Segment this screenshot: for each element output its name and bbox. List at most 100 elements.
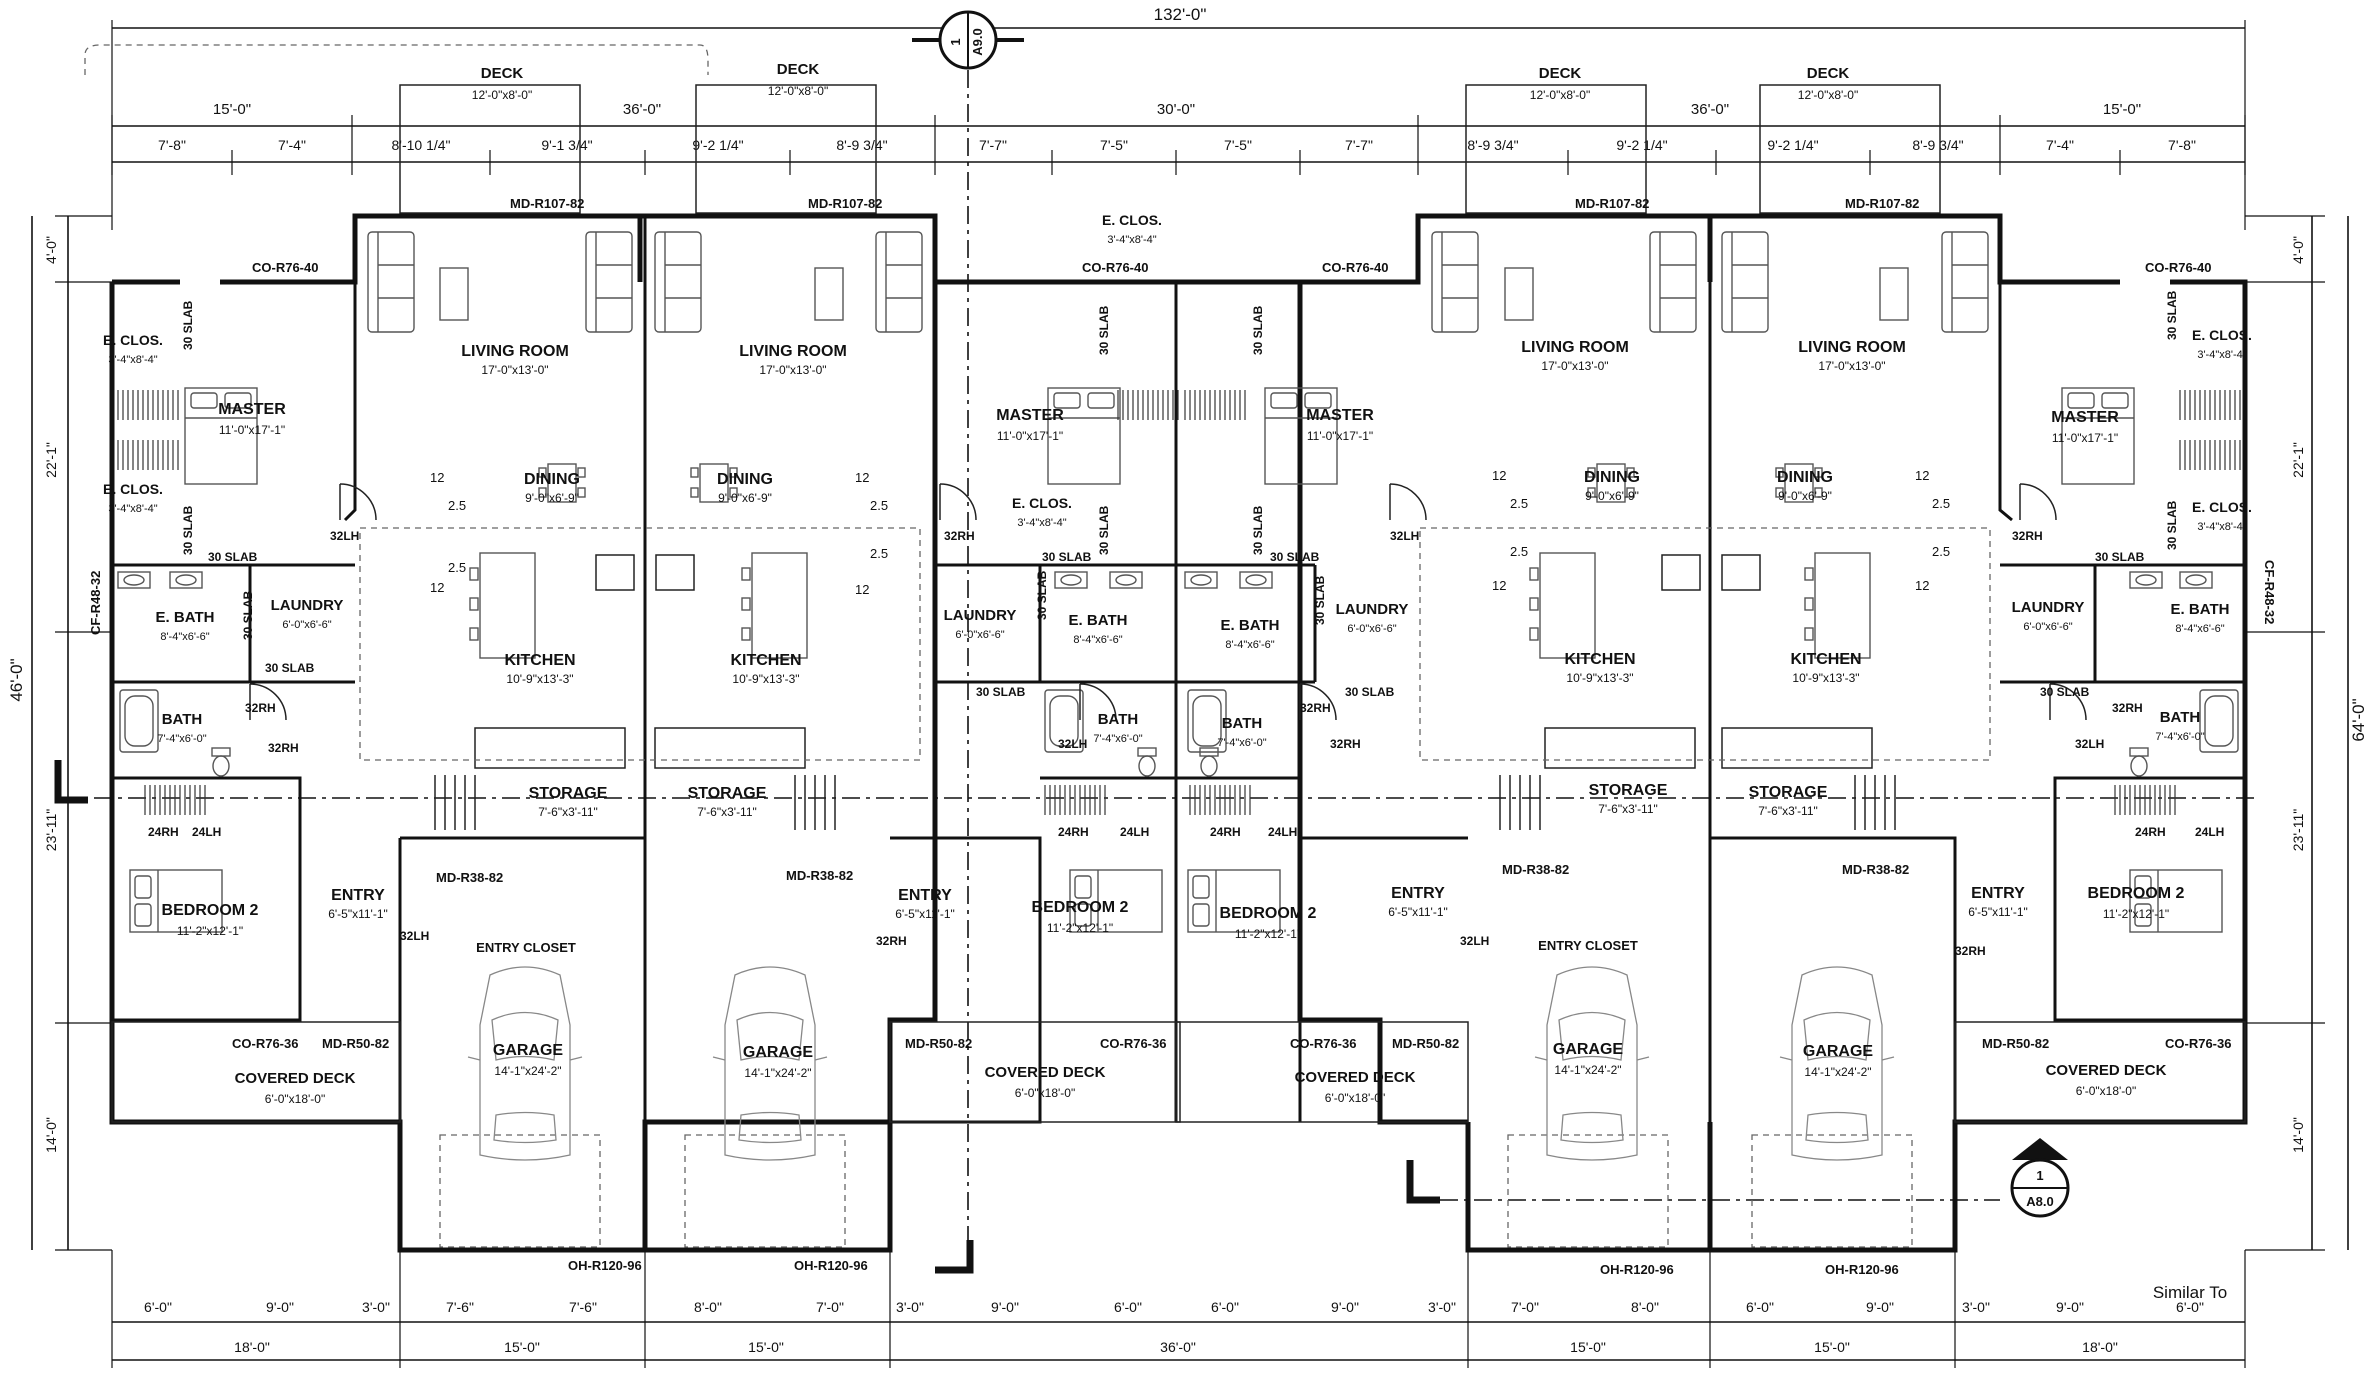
svg-text:3'-4"x8'-4": 3'-4"x8'-4" [2197,521,2246,533]
svg-text:7'-6"x3'-11": 7'-6"x3'-11" [1758,804,1818,818]
decks: DECK 12'-0"x8'-0" DECK 12'-0"x8'-0" DECK… [399,61,1941,214]
svg-text:30 SLAB: 30 SLAB [265,661,315,675]
svg-text:GARAGE: GARAGE [1553,1041,1624,1058]
svg-text:14'-1"x24'-2": 14'-1"x24'-2" [744,1066,811,1080]
svg-text:9'-0": 9'-0" [1866,1299,1894,1315]
svg-text:MD-R38-82: MD-R38-82 [1842,862,1909,877]
room-ebath: E. BATH [156,609,215,626]
svg-text:9'-0"x6'-9": 9'-0"x6'-9" [718,491,772,505]
svg-text:CF-R48-32: CF-R48-32 [2262,560,2277,624]
svg-text:12: 12 [1915,468,1929,483]
svg-text:23'-11": 23'-11" [43,809,59,851]
svg-text:32LH: 32LH [1390,529,1419,543]
room-kitchen: KITCHEN [504,652,575,669]
svg-text:9'-0"x6'-9": 9'-0"x6'-9" [525,491,579,505]
svg-text:11'-0"x17'-1": 11'-0"x17'-1" [219,423,285,437]
svg-text:COVERED DECK: COVERED DECK [985,1064,1106,1081]
svg-text:MD-R107-82: MD-R107-82 [1845,196,1919,211]
svg-text:12: 12 [1492,468,1506,483]
svg-text:7'-4"x6'-0": 7'-4"x6'-0" [1093,733,1142,745]
svg-text:E. CLOS.: E. CLOS. [2192,327,2252,343]
svg-text:30 SLAB: 30 SLAB [976,685,1026,699]
svg-text:7'-4"x6'-0": 7'-4"x6'-0" [1217,737,1266,749]
svg-text:STORAGE: STORAGE [1749,784,1828,801]
svg-text:MD-R50-82: MD-R50-82 [905,1036,972,1051]
svg-text:GARAGE: GARAGE [1803,1043,1874,1060]
svg-text:24RH: 24RH [1058,825,1089,839]
svg-text:1: 1 [948,38,963,45]
svg-text:CO-R76-40: CO-R76-40 [1082,260,1148,275]
bottom-dimensions: 6'-0" 9'-0" 3'-0" 7'-6" 7'-6" 8'-0" 7'-0… [111,1250,2246,1368]
svg-text:32LH: 32LH [1058,737,1087,751]
svg-text:STORAGE: STORAGE [688,785,767,802]
svg-text:8'-4"x6'-6": 8'-4"x6'-6" [1073,634,1122,646]
svg-text:8'-4"x6'-6": 8'-4"x6'-6" [160,631,209,643]
svg-text:12: 12 [430,470,444,485]
svg-text:30'-0": 30'-0" [1157,101,1195,118]
svg-text:30 SLAB: 30 SLAB [241,590,255,640]
svg-text:LAUNDRY: LAUNDRY [1336,601,1409,618]
svg-text:30 SLAB: 30 SLAB [1345,685,1395,699]
svg-text:7'-6"x3'-11": 7'-6"x3'-11" [697,805,757,819]
svg-text:2.5: 2.5 [1510,496,1528,511]
svg-text:A8.0: A8.0 [2026,1194,2053,1209]
svg-text:7'-7": 7'-7" [1345,137,1373,153]
svg-text:32RH: 32RH [2112,701,2143,715]
svg-text:11'-2"x12'-1": 11'-2"x12'-1" [1235,927,1301,941]
room-master: MASTER [218,401,286,418]
svg-text:30 SLAB: 30 SLAB [1251,505,1265,555]
svg-text:6'-5"x11'-1": 6'-5"x11'-1" [1968,905,2028,919]
svg-text:12'-0"x8'-0": 12'-0"x8'-0" [768,84,828,98]
svg-text:BEDROOM 2: BEDROOM 2 [1032,899,1129,916]
svg-text:ENTRY: ENTRY [1391,885,1445,902]
svg-text:9'-0"x6'-9": 9'-0"x6'-9" [1778,489,1832,503]
svg-text:6'-0"x6'-6": 6'-0"x6'-6" [282,619,331,631]
svg-text:3'-0": 3'-0" [1962,1299,1990,1315]
svg-text:7'-8": 7'-8" [2168,137,2196,153]
svg-text:6'-5"x11'-1": 6'-5"x11'-1" [328,907,388,921]
svg-text:9'-0": 9'-0" [1331,1299,1359,1315]
svg-text:10'-9"x13'-3": 10'-9"x13'-3" [1792,671,1859,685]
svg-text:E. BATH: E. BATH [2171,601,2230,618]
svg-text:22'-1": 22'-1" [43,442,59,478]
room-dining: DINING [524,471,580,488]
svg-text:7'-4"x6'-0": 7'-4"x6'-0" [2155,731,2204,743]
top-dimensions: 15'-0" 36'-0" 30'-0" 36'-0" 15'-0" 7'-8"… [111,101,2246,175]
svg-text:DECK: DECK [1807,65,1850,82]
svg-text:32RH: 32RH [944,529,975,543]
svg-text:3'-4"x8'-4": 3'-4"x8'-4" [108,354,157,366]
svg-text:36'-0": 36'-0" [623,101,661,118]
svg-text:30 SLAB: 30 SLAB [1035,570,1049,620]
svg-text:30 SLAB: 30 SLAB [1042,550,1092,564]
svg-text:BEDROOM 2: BEDROOM 2 [2088,885,2185,902]
svg-text:32LH: 32LH [2075,737,2104,751]
svg-text:BATH: BATH [2160,709,2201,726]
svg-text:30 SLAB: 30 SLAB [1097,505,1111,555]
svg-text:12'-0"x8'-0": 12'-0"x8'-0" [472,88,532,102]
svg-text:32RH: 32RH [2012,529,2043,543]
svg-text:3'-4"x8'-4": 3'-4"x8'-4" [1107,234,1156,246]
svg-text:12'-0"x8'-0": 12'-0"x8'-0" [1530,88,1590,102]
svg-text:9'-2 1/4": 9'-2 1/4" [1616,137,1667,153]
svg-text:4'-0": 4'-0" [43,236,59,264]
svg-text:8'-0": 8'-0" [1631,1299,1659,1315]
svg-text:LIVING ROOM: LIVING ROOM [1798,339,1906,356]
svg-text:9'-0"x6'-9": 9'-0"x6'-9" [1585,489,1639,503]
svg-text:CF-R48-32: CF-R48-32 [88,571,103,635]
room-labels-unit-3: MASTER 11'-0"x17'-1" E. BATH 8'-4"x6'-6"… [1217,339,1667,1105]
svg-text:36'-0": 36'-0" [1160,1339,1196,1355]
svg-text:E. CLOS.: E. CLOS. [103,332,163,348]
svg-text:2.5: 2.5 [870,546,888,561]
room-garage: GARAGE [493,1042,564,1059]
room-covered-deck: COVERED DECK [235,1070,356,1087]
svg-text:14'-1"x24'-2": 14'-1"x24'-2" [494,1064,561,1078]
svg-text:CO-R76-36: CO-R76-36 [1100,1036,1166,1051]
svg-text:COVERED DECK: COVERED DECK [2046,1062,2167,1079]
svg-text:KITCHEN: KITCHEN [730,652,801,669]
svg-text:9'-0": 9'-0" [991,1299,1019,1315]
svg-text:17'-0"x13'-0": 17'-0"x13'-0" [759,363,826,377]
svg-text:1: 1 [2036,1168,2043,1183]
svg-text:32LH: 32LH [1460,934,1489,948]
svg-text:12: 12 [855,470,869,485]
svg-text:32LH: 32LH [330,529,359,543]
